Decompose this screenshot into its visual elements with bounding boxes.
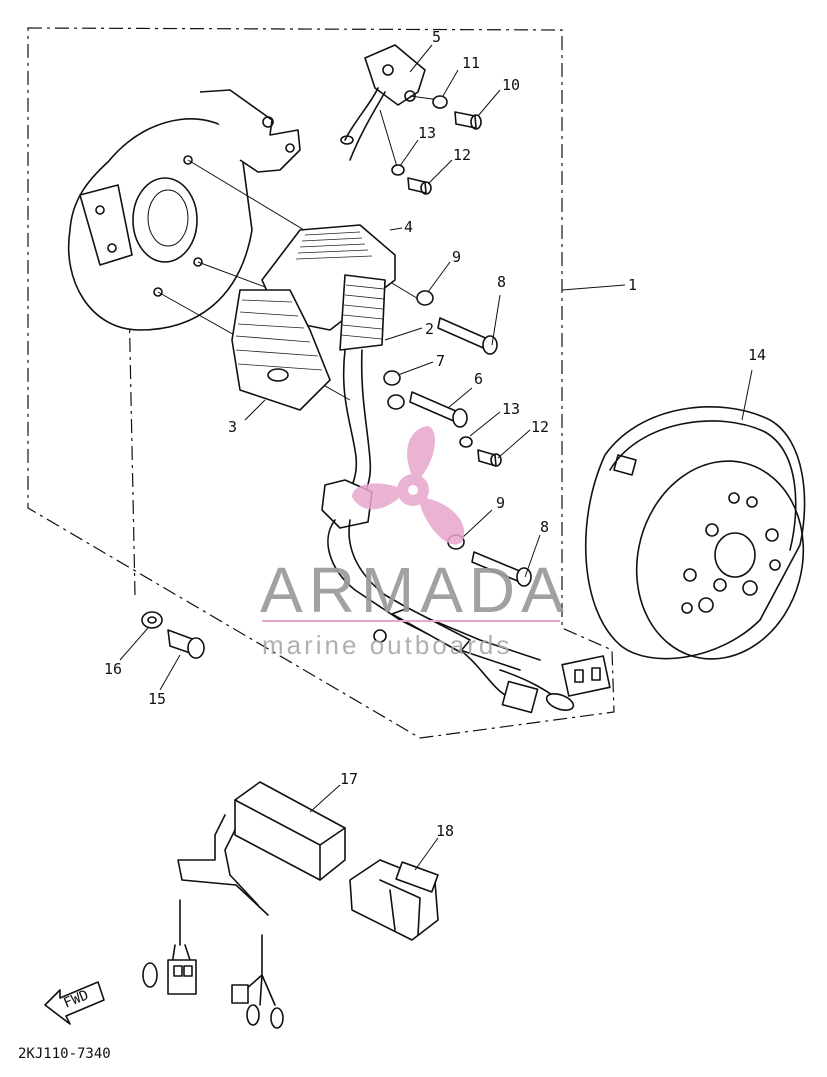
armada-watermark: ARMADA marine outboards: [260, 426, 570, 660]
callout-5: 5: [432, 28, 441, 46]
callout-18: 18: [436, 822, 454, 840]
screw-12-lower: [477, 449, 497, 467]
fwd-arrow: FWD: [44, 981, 105, 1025]
part-number-code: 2KJ110-7340: [18, 1046, 111, 1062]
cdi-unit: [142, 781, 346, 1029]
callout-labels: 1 2 3 4 5 6 7 8 8 9 9 10 11 12 12 13 13 …: [104, 28, 766, 840]
callout-15: 15: [148, 690, 166, 708]
callout-3: 3: [228, 418, 237, 436]
callout-8b: 8: [540, 518, 549, 536]
callout-9a: 9: [452, 248, 461, 266]
callout-17: 17: [340, 770, 358, 788]
callout-10: 10: [502, 76, 520, 94]
callout-8a: 8: [497, 273, 506, 291]
washer-13-lower: [459, 436, 473, 448]
fasteners: [141, 95, 532, 659]
screw-10: [454, 111, 477, 129]
screw-12-upper: [407, 177, 427, 194]
bolt-8-upper: [437, 317, 491, 351]
callout-11: 11: [462, 54, 480, 72]
callout-leaders: [119, 44, 753, 871]
stator-coil-lower: [231, 289, 331, 411]
callout-14: 14: [748, 346, 766, 364]
washer-11: [432, 95, 448, 109]
callout-13b: 13: [502, 400, 520, 418]
pulser-coil: [340, 44, 441, 171]
washer-7: [383, 370, 401, 386]
callout-7: 7: [436, 352, 445, 370]
rectifier-cover: [349, 859, 439, 941]
callout-9b: 9: [496, 494, 505, 512]
flywheel: [585, 406, 806, 660]
callout-13a: 13: [418, 124, 436, 142]
bolt-6: [409, 391, 459, 423]
assembly-boundary: [27, 27, 615, 739]
callout-12a: 12: [453, 146, 471, 164]
assembly-leader: [127, 249, 136, 596]
callout-16: 16: [104, 660, 122, 678]
callout-2: 2: [425, 320, 434, 338]
propeller-logo-icon: [352, 426, 465, 545]
callout-4: 4: [404, 218, 413, 236]
watermark-tagline: marine outboards: [262, 630, 512, 660]
callout-6: 6: [474, 370, 483, 388]
callout-1: 1: [628, 276, 637, 294]
callout-12b: 12: [531, 418, 549, 436]
washer-7-b: [387, 394, 405, 410]
watermark-brand: ARMADA: [260, 554, 570, 626]
washer-16: [141, 611, 163, 629]
washer-9-upper: [416, 290, 434, 306]
washer-13-upper: [391, 164, 405, 176]
